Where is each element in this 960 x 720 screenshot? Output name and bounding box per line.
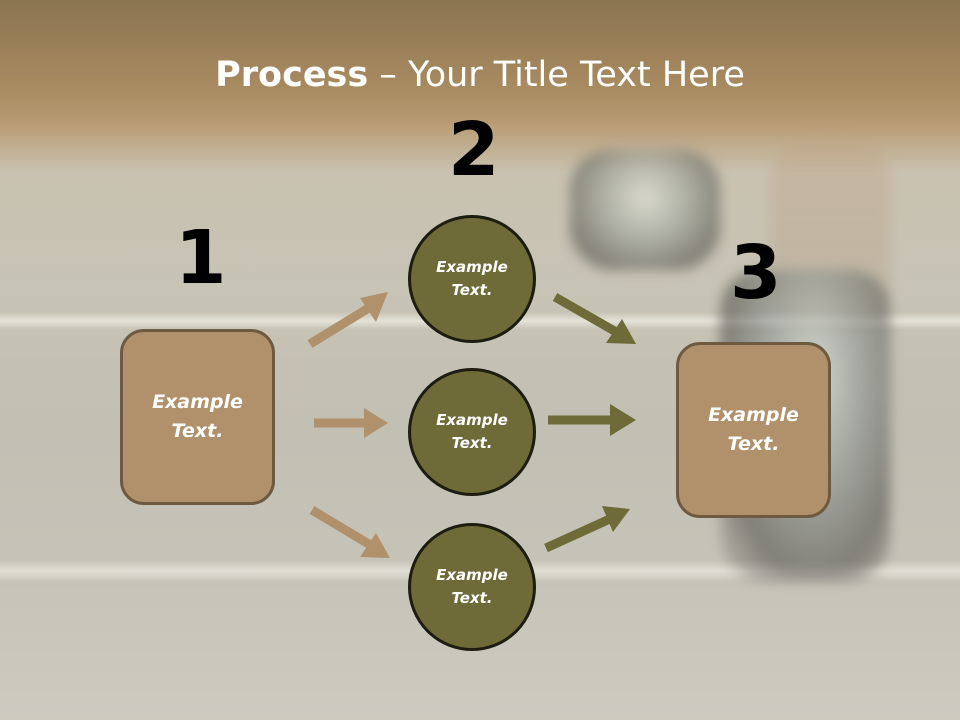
step-number-3: 3 [730, 230, 782, 316]
arrow-top-right [552, 293, 636, 344]
arrow-middle-right [548, 404, 636, 436]
step-number-2: 2 [448, 107, 500, 193]
title-rest: – Your Title Text Here [368, 55, 745, 95]
title-bold: Process [215, 55, 369, 95]
arrow-left-right [314, 408, 388, 438]
arrow-left-down [309, 506, 390, 558]
step-number-1: 1 [175, 215, 227, 301]
arrow-bottom-right [544, 506, 630, 553]
background-runner-shoe [570, 150, 720, 270]
slide-title: Process – Your Title Text Here [0, 52, 960, 98]
arrow-left-up [307, 292, 388, 348]
